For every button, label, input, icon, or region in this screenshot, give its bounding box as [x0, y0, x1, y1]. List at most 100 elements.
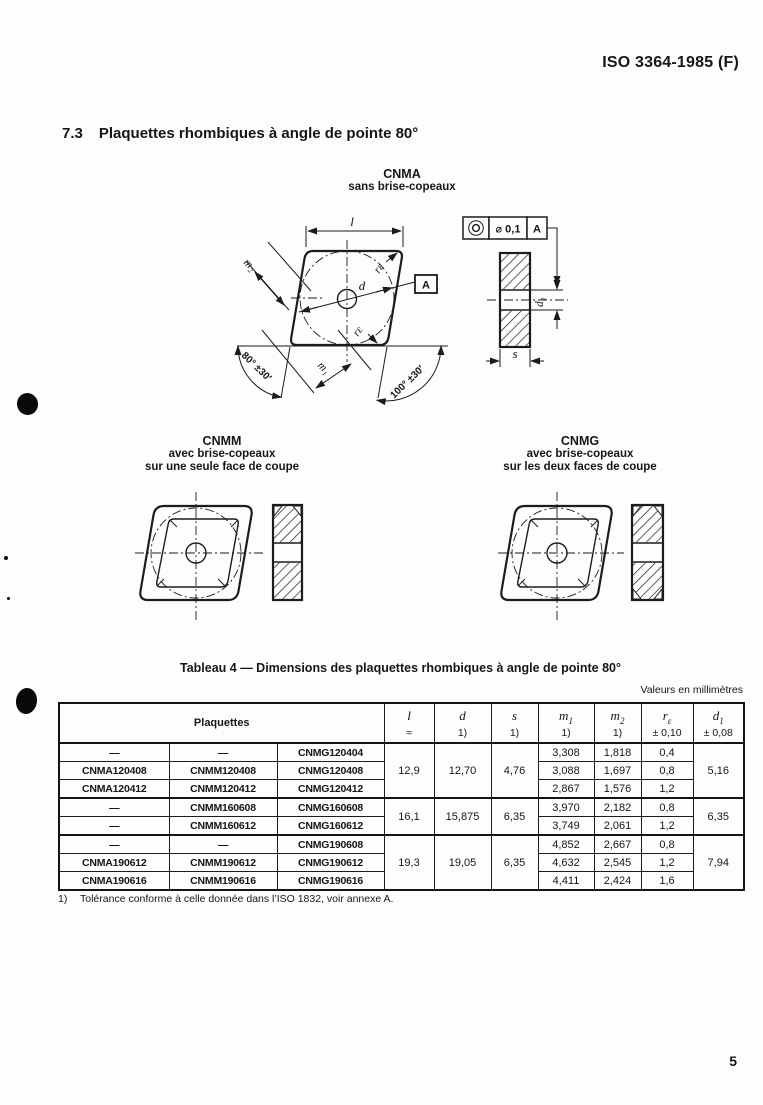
cell-cnma: CNMA120408	[58, 761, 170, 780]
dimension-l: l	[305, 214, 404, 247]
insert-face-view	[289, 240, 404, 362]
page-number: 5	[729, 1053, 737, 1069]
ink-dot-1	[4, 556, 8, 560]
cell-cnmm: CNMM190616	[168, 871, 278, 891]
cell-m2: 2,182	[593, 797, 642, 817]
cell-cnma: —	[58, 816, 170, 836]
table-row: — — CNMG120404 12,9 12,70 4,76 3,308 1,8…	[58, 742, 745, 799]
cell-m2: 2,545	[593, 853, 642, 872]
cnmm-name: CNMM	[202, 434, 242, 448]
cell-cnmg: CNMG190608	[276, 834, 385, 854]
cnmm-drawing	[135, 492, 304, 620]
label-s: s	[512, 346, 517, 361]
cell-cnmm: CNMM160608	[168, 797, 278, 817]
cell-m1: 3,970	[537, 797, 595, 817]
cell-d1: 7,94	[692, 834, 745, 891]
table-title: Tableau 4 — Dimensions des plaquettes rh…	[180, 661, 621, 675]
cell-cnma: CNMA190612	[58, 853, 170, 872]
cell-cnmg: CNMG120408	[276, 761, 385, 780]
center-hole	[336, 288, 358, 310]
cnmm-caption: CNMM avec brise-copeaux sur une seule fa…	[100, 435, 344, 473]
header-re: rε± 0,10	[640, 702, 694, 744]
cnmm-desc1: avec brise-copeaux	[168, 448, 276, 460]
cell-d: 19,05	[433, 834, 492, 891]
label-m1: m₁	[315, 360, 332, 377]
cell-cnma: CNMA190616	[58, 871, 170, 891]
cell-re: 0,8	[640, 797, 694, 817]
cell-m1: 3,308	[537, 742, 595, 762]
cell-re: 1,2	[640, 853, 694, 872]
header-d1: d1± 0,08	[692, 702, 745, 744]
cell-m2: 1,697	[593, 761, 642, 780]
cell-s: 6,35	[490, 834, 539, 891]
chipbreaker-notch	[652, 505, 663, 518]
hatch-bottom	[501, 311, 529, 346]
cell-d1: 6,35	[692, 797, 745, 836]
cell-m1: 3,088	[537, 761, 595, 780]
cell-cnmm: CNMM160612	[168, 816, 278, 836]
cell-re: 1,2	[640, 779, 694, 799]
cell-cnmg: CNMG160608	[276, 797, 385, 817]
chipbreaker-notch	[632, 587, 643, 600]
cell-m1: 3,749	[537, 816, 595, 836]
cell-re: 0,4	[640, 742, 694, 762]
label-l: l	[350, 214, 354, 229]
section-number: 7.3	[62, 125, 83, 142]
cell-s: 4,76	[490, 742, 539, 799]
cnmg-drawing	[498, 492, 665, 620]
concentricity-icon	[468, 220, 484, 236]
table-row: — — CNMG190608 19,3 19,05 6,35 4,852 2,6…	[58, 834, 745, 891]
cnma-name: CNMA	[383, 167, 421, 181]
insert-side-view: d₁ s	[486, 251, 568, 367]
cell-re: 1,2	[640, 816, 694, 836]
angle-dimensions: 80° ±30′ 100° ±30′	[234, 345, 448, 406]
cell-cnma: —	[58, 797, 170, 817]
label-d: d	[359, 278, 366, 293]
cnmg-side-view	[630, 503, 665, 602]
datum-box	[414, 274, 438, 294]
cnma-drawing: l d A m₂ m₁ rε rε	[234, 214, 568, 406]
cell-l: 16,1	[383, 797, 435, 836]
center-hole	[546, 542, 568, 564]
cell-cnma: —	[58, 834, 170, 854]
insert-outline	[500, 504, 613, 602]
label-r-eps-bottom: rε	[351, 324, 366, 339]
cell-cnmg: CNMG120412	[276, 779, 385, 799]
doc-reference: ISO 3364-1985 (F)	[602, 54, 739, 71]
label-tolerance: ⌀ 0,1	[496, 224, 521, 236]
cell-re: 0,8	[640, 761, 694, 780]
punch-mark-top	[14, 391, 41, 417]
table-row: — CNMM160608 CNMG160608 16,1 15,875 6,35…	[58, 797, 745, 836]
table-row: CNMA190612 CNMM190612 CNMG190612 4,632 2…	[58, 853, 744, 872]
label-angle-100: 100° ±30′	[388, 363, 427, 401]
table-row: CNMA120408 CNMM120408 CNMG120408 3,088 1…	[58, 761, 744, 780]
cnma-desc: sans brise-copeaux	[348, 181, 456, 193]
insert-outline	[289, 249, 404, 347]
cell-m1: 4,632	[537, 853, 595, 872]
header-plaquettes: Plaquettes	[58, 702, 385, 744]
cell-re: 1,6	[640, 871, 694, 891]
chipbreaker-outline	[516, 518, 600, 588]
cell-cnmm: —	[168, 834, 278, 854]
cnmg-name: CNMG	[560, 434, 600, 448]
cell-m1: 4,411	[537, 871, 595, 891]
dimension-d: d A	[298, 274, 438, 313]
footnote-text: Tolérance conforme à celle donnée dans l…	[80, 893, 394, 905]
cnmg-face-view	[498, 492, 624, 620]
cell-d: 15,875	[433, 797, 492, 836]
cell-m1: 2,867	[537, 779, 595, 799]
cnma-caption: CNMA sans brise-copeaux	[302, 168, 502, 194]
cell-d: 12,70	[433, 742, 492, 799]
table-row: CNMA190616 CNMM190616 CNMG190616 4,411 2…	[58, 871, 744, 891]
chipbreaker-notch	[632, 505, 643, 518]
label-datum-a: A	[422, 280, 430, 292]
cnmm-desc2: sur une seule face de coupe	[144, 460, 300, 473]
inscribed-circle	[150, 507, 242, 599]
cell-m2: 2,424	[593, 871, 642, 891]
